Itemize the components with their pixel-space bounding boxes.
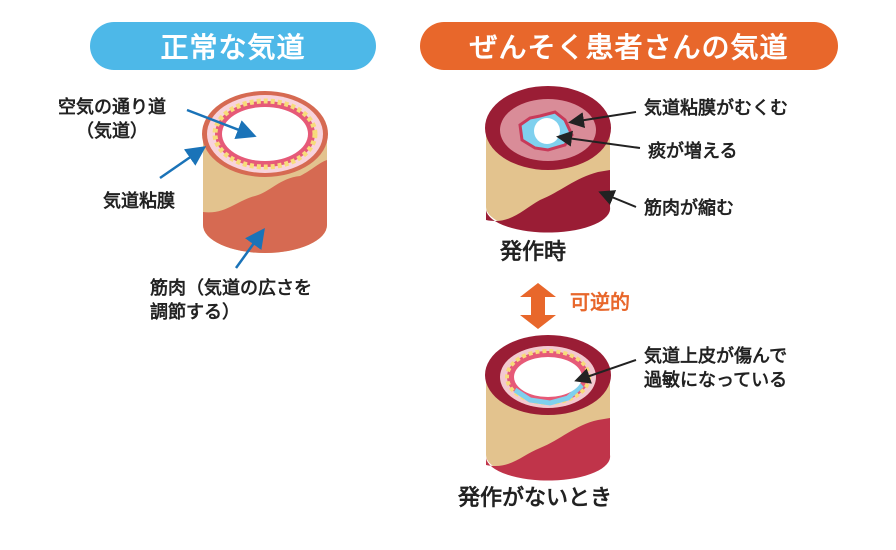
label-epithelium-line2: 過敏になっている [644,370,788,391]
caption-no-attack: 発作がないとき [458,486,613,511]
caption-attack: 発作時 [500,240,567,265]
reversible-arrow-icon [520,283,556,329]
label-phlegm: 痰が増える [648,141,738,162]
muscle-contract-arrow [598,190,637,208]
muscle-arrow [234,227,265,269]
phlegm-arrow [556,130,641,149]
label-mucosa: 気道粘膜 [103,191,175,212]
label-muscle-line1: 筋肉（気道の広さを [150,278,312,299]
asthma-no-attack-cylinder [485,335,611,481]
label-epithelium-line1: 気道上皮が傷んで [644,346,788,367]
asthma-attack-cylinder [485,86,611,233]
swelling-arrow [568,111,637,129]
label-reversible: 可逆的 [570,290,630,314]
mucosa-arrow [159,146,207,180]
label-swelling: 気道粘膜がむくむ [644,98,788,119]
label-airway: 空気の通り道 （気道） [58,96,166,144]
airway-arrow [186,108,257,139]
label-epithelium: 気道上皮が傷んで 過敏になっている [644,345,787,393]
label-airway-line1: 空気の通り道 [58,97,166,118]
epithelium-arrow [574,359,637,384]
normal-airway-title: 正常な気道 [90,22,376,70]
label-airway-line2: （気道） [76,121,148,142]
asthma-airway-title: ぜんそく患者さんの気道 [420,22,838,70]
label-muscle-line2: 調節する） [150,302,240,323]
label-muscle-contract: 筋肉が縮む [644,198,734,219]
label-muscle: 筋肉（気道の広さを 調節する） [150,277,312,325]
normal-airway-cylinder [202,91,328,253]
